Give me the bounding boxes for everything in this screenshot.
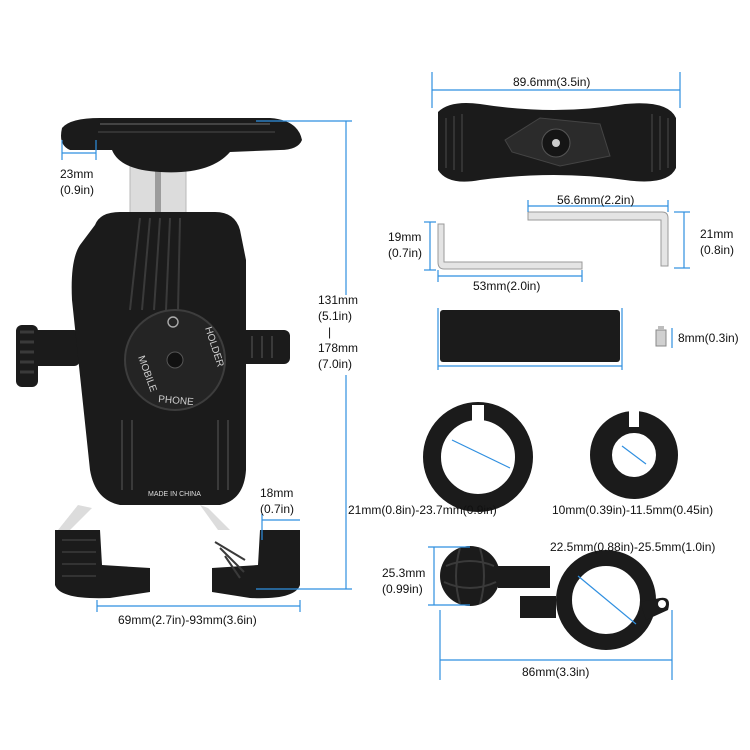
right-foot xyxy=(212,530,300,599)
left-foot xyxy=(55,530,150,599)
label-clamp-total-length: 86mm(3.3in) xyxy=(522,665,589,679)
hex-key-short xyxy=(437,223,583,270)
ring-large xyxy=(423,402,533,512)
label-holder-width-range: 69mm(2.7in)-93mm(3.6in) xyxy=(118,613,257,627)
label-screw-length: 8mm(0.3in) xyxy=(678,331,739,345)
handlebar-clamp-dimensions xyxy=(428,546,673,680)
label-ring-large: 21mm(0.8in)-23.7mm(0.9in) xyxy=(348,503,497,517)
label-holder-arm-width: 23mm(0.9in) xyxy=(60,167,94,197)
mount-plate xyxy=(438,103,676,182)
ring-large-dimension xyxy=(451,439,511,469)
rubber-pad-dimension xyxy=(437,308,623,370)
label-hex-key-long-height: 21mm(0.8in) xyxy=(700,227,734,257)
screw xyxy=(655,326,667,347)
hex-key-long xyxy=(527,211,669,267)
label-hex-key-long: 56.6mm(2.2in) xyxy=(557,193,634,207)
top-arm xyxy=(61,118,302,173)
label-handlebar-clamp-range: 22.5mm(0.88in)-25.5mm(1.0in) xyxy=(550,540,715,554)
label-hex-key-short-height: 19mm(0.7in) xyxy=(388,230,422,260)
hex-key-short-dimension xyxy=(424,221,583,282)
label-ring-small: 10mm(0.39in)-11.5mm(0.45in) xyxy=(552,503,713,517)
label-hex-key-short-length: 53mm(2.0in) xyxy=(473,279,540,293)
label-ball-height: 25.3mm(0.99in) xyxy=(382,566,425,596)
rubber-pad xyxy=(440,310,620,362)
mount-plate-dimension xyxy=(431,72,681,108)
phone-holder: MOBILE PHONE HOLDER MADE IN CHINA xyxy=(16,118,302,599)
label-holder-height: 131mm(5.1in)|178mm(7.0in) xyxy=(318,293,358,371)
hex-key-long-dimension xyxy=(527,200,690,269)
dial-word-phone: PHONE xyxy=(158,394,195,408)
left-knob xyxy=(16,325,80,387)
made-in-label: MADE IN CHINA xyxy=(148,491,201,498)
label-mount-plate-width: 89.6mm(3.5in) xyxy=(513,75,590,89)
ring-small xyxy=(590,405,678,499)
label-clamp-foot: 18mm(0.7in) xyxy=(260,486,294,516)
handlebar-clamp xyxy=(440,546,669,650)
ring-small-dimension xyxy=(621,445,647,465)
holder-dimensions xyxy=(61,120,352,612)
right-knob xyxy=(240,330,290,364)
